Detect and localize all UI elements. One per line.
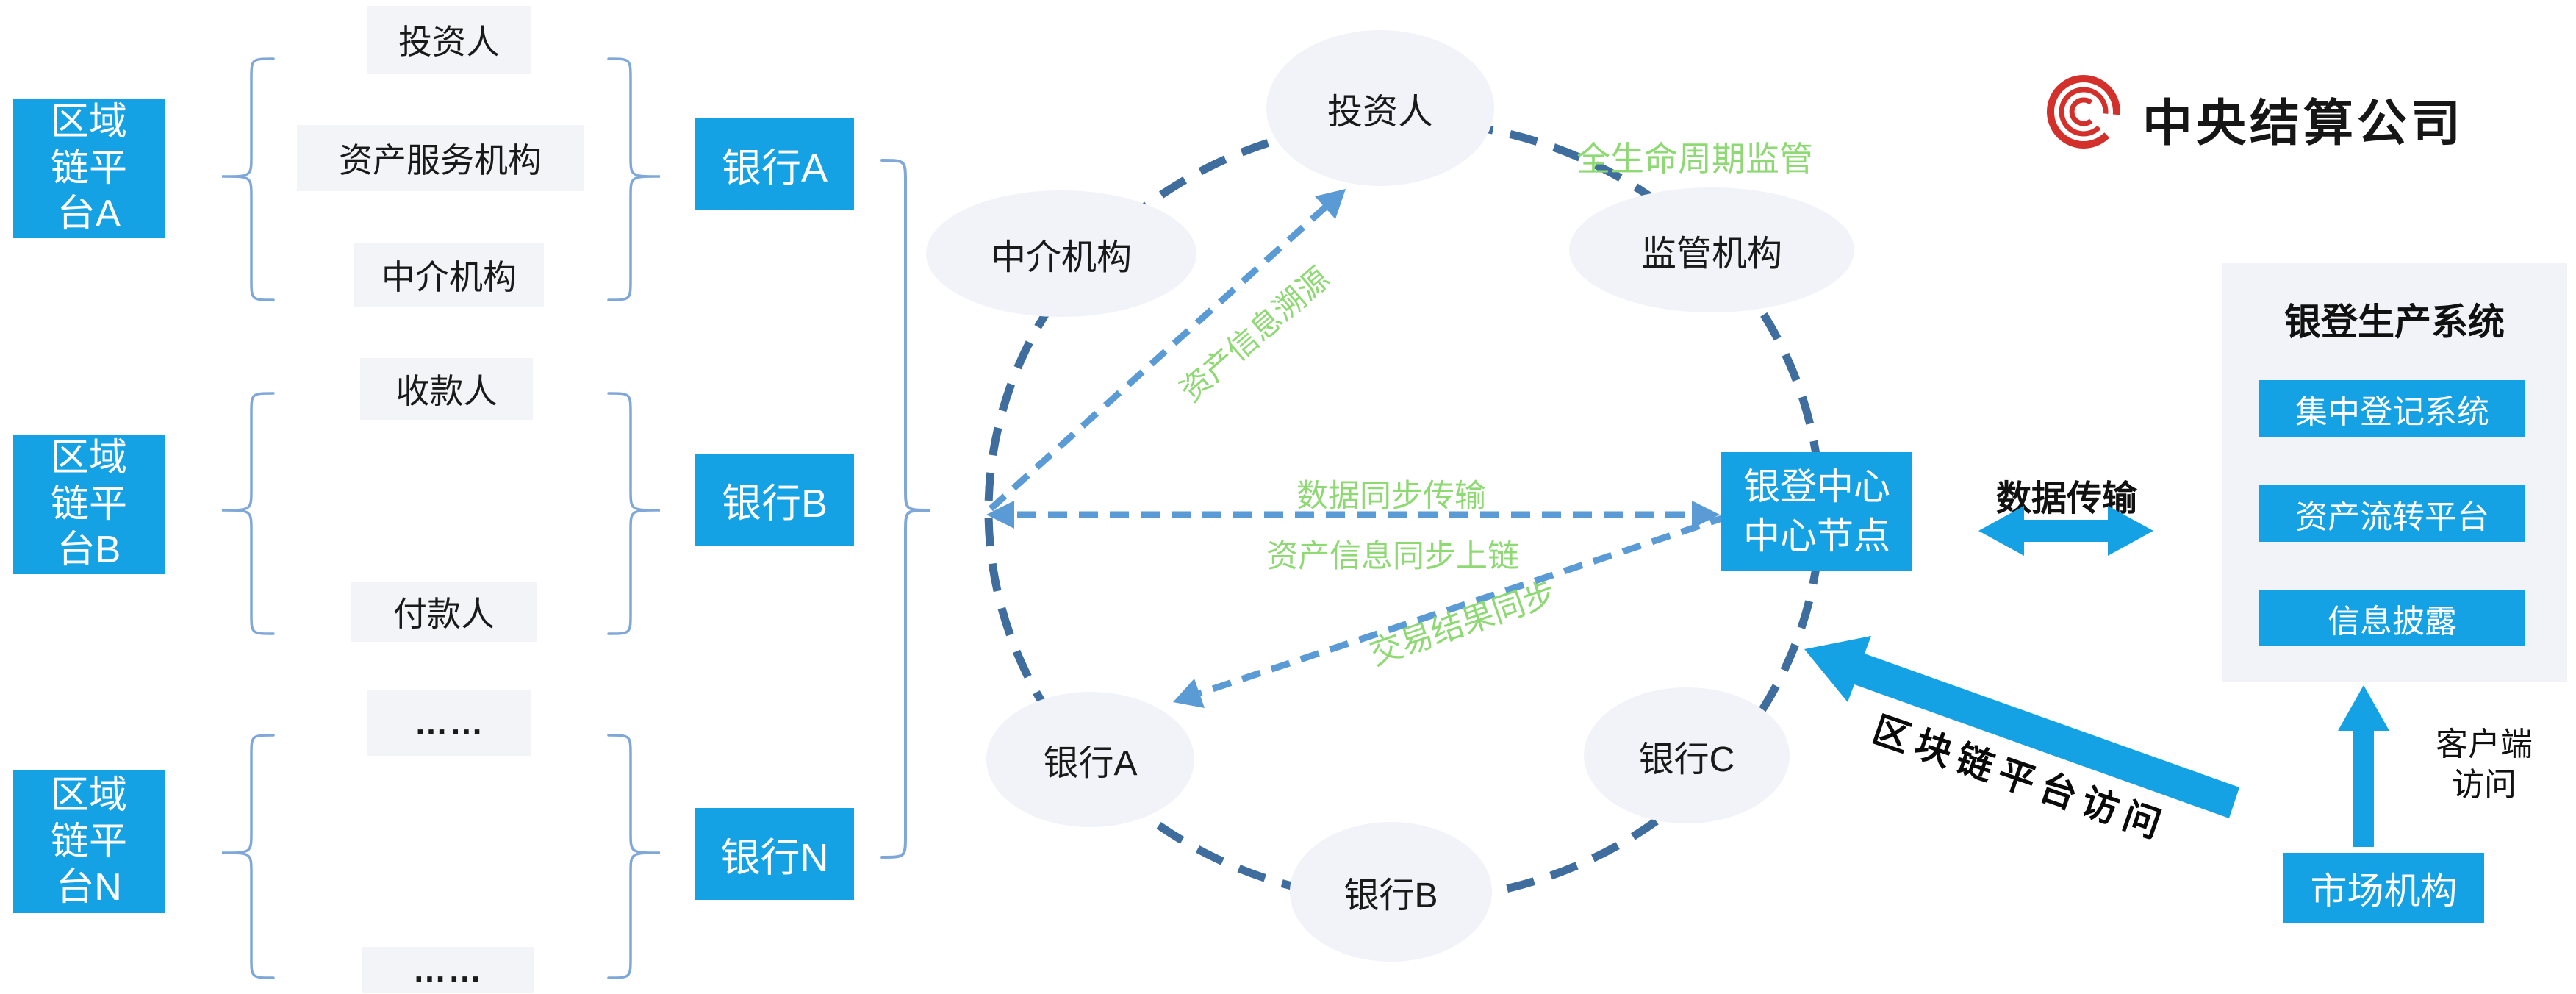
item-ellipsis-1: …… [367,690,531,756]
platform-box-b: 区域 链平 台B [13,435,165,574]
item-payer: 付款人 [351,582,537,642]
market-org-box: 市场机构 [2283,853,2484,923]
bank-box-n: 银行N [695,808,854,900]
node-regulator: 监管机构 [1569,187,1854,312]
platform-b-label: 区域 链平 台B [50,437,127,572]
brace-group-a-left [221,57,275,301]
item-ellipsis-2: …… [362,947,534,993]
platform-box-n: 区域 链平 台N [13,770,165,913]
brace-group-n-left [221,734,275,979]
brace-group-n-right [607,734,661,979]
arrowhead-data-sync-right [1692,501,1720,529]
system-box-disclosure: 信息披露 [2259,590,2525,646]
label-blockchain-access: 区块链平台访问 [1868,708,2173,848]
platform-box-a: 区域 链平 台A [13,99,165,238]
ccdc-logo-text: 中央结算公司 [2142,94,2465,153]
node-bank-a: 银行A [986,692,1194,827]
data-transfer-label: 数据传输 [1995,479,2137,518]
center-node-box: 银登中心 中心节点 [1721,452,1912,571]
item-payee: 收款人 [360,358,533,420]
item-investor: 投资人 [367,6,531,74]
brace-group-b-right [607,392,661,635]
client-access-label: 客户端 访问 [2436,726,2533,803]
production-system-panel: 银登生产系统 集中登记系统 资产流转平台 信息披露 [2222,263,2567,682]
panel-title: 银登生产系统 [2284,301,2505,343]
arrowhead-trade-result [1173,679,1205,708]
brace-group-a-right [607,57,661,301]
bank-box-b: 银行B [695,454,854,546]
bank-box-a: 银行A [695,118,854,210]
label-data-sync: 数据同步传输 [1296,479,1486,514]
center-node-label: 银登中心 中心节点 [1743,465,1890,557]
item-asset-service-org: 资产服务机构 [297,125,584,191]
label-trade-result: 交易结果同步 [1365,575,1561,673]
node-bank-b: 银行B [1290,822,1492,962]
system-box-asset-transfer: 资产流转平台 [2259,485,2525,542]
arrowhead-data-sync-left [986,501,1014,529]
item-intermediary-org: 中介机构 [354,243,544,307]
ccdc-logo-icon [2046,75,2120,149]
label-lifecycle-supervision: 全生命周期监管 [1576,140,1813,178]
node-bank-c: 银行C [1584,687,1790,823]
arrowhead-asset-trace [1315,189,1346,219]
node-intermediary: 中介机构 [926,190,1196,317]
platform-a-label: 区域 链平 台A [50,101,127,236]
up-arrow-client-access [2338,685,2389,847]
node-investor: 投资人 [1266,30,1494,186]
brace-banks-big [880,159,931,859]
system-box-registration: 集中登记系统 [2259,380,2525,437]
label-asset-onchain: 资产信息同步上链 [1266,539,1519,574]
platform-n-label: 区域 链平 台N [50,774,127,909]
brace-group-b-left [221,392,275,635]
